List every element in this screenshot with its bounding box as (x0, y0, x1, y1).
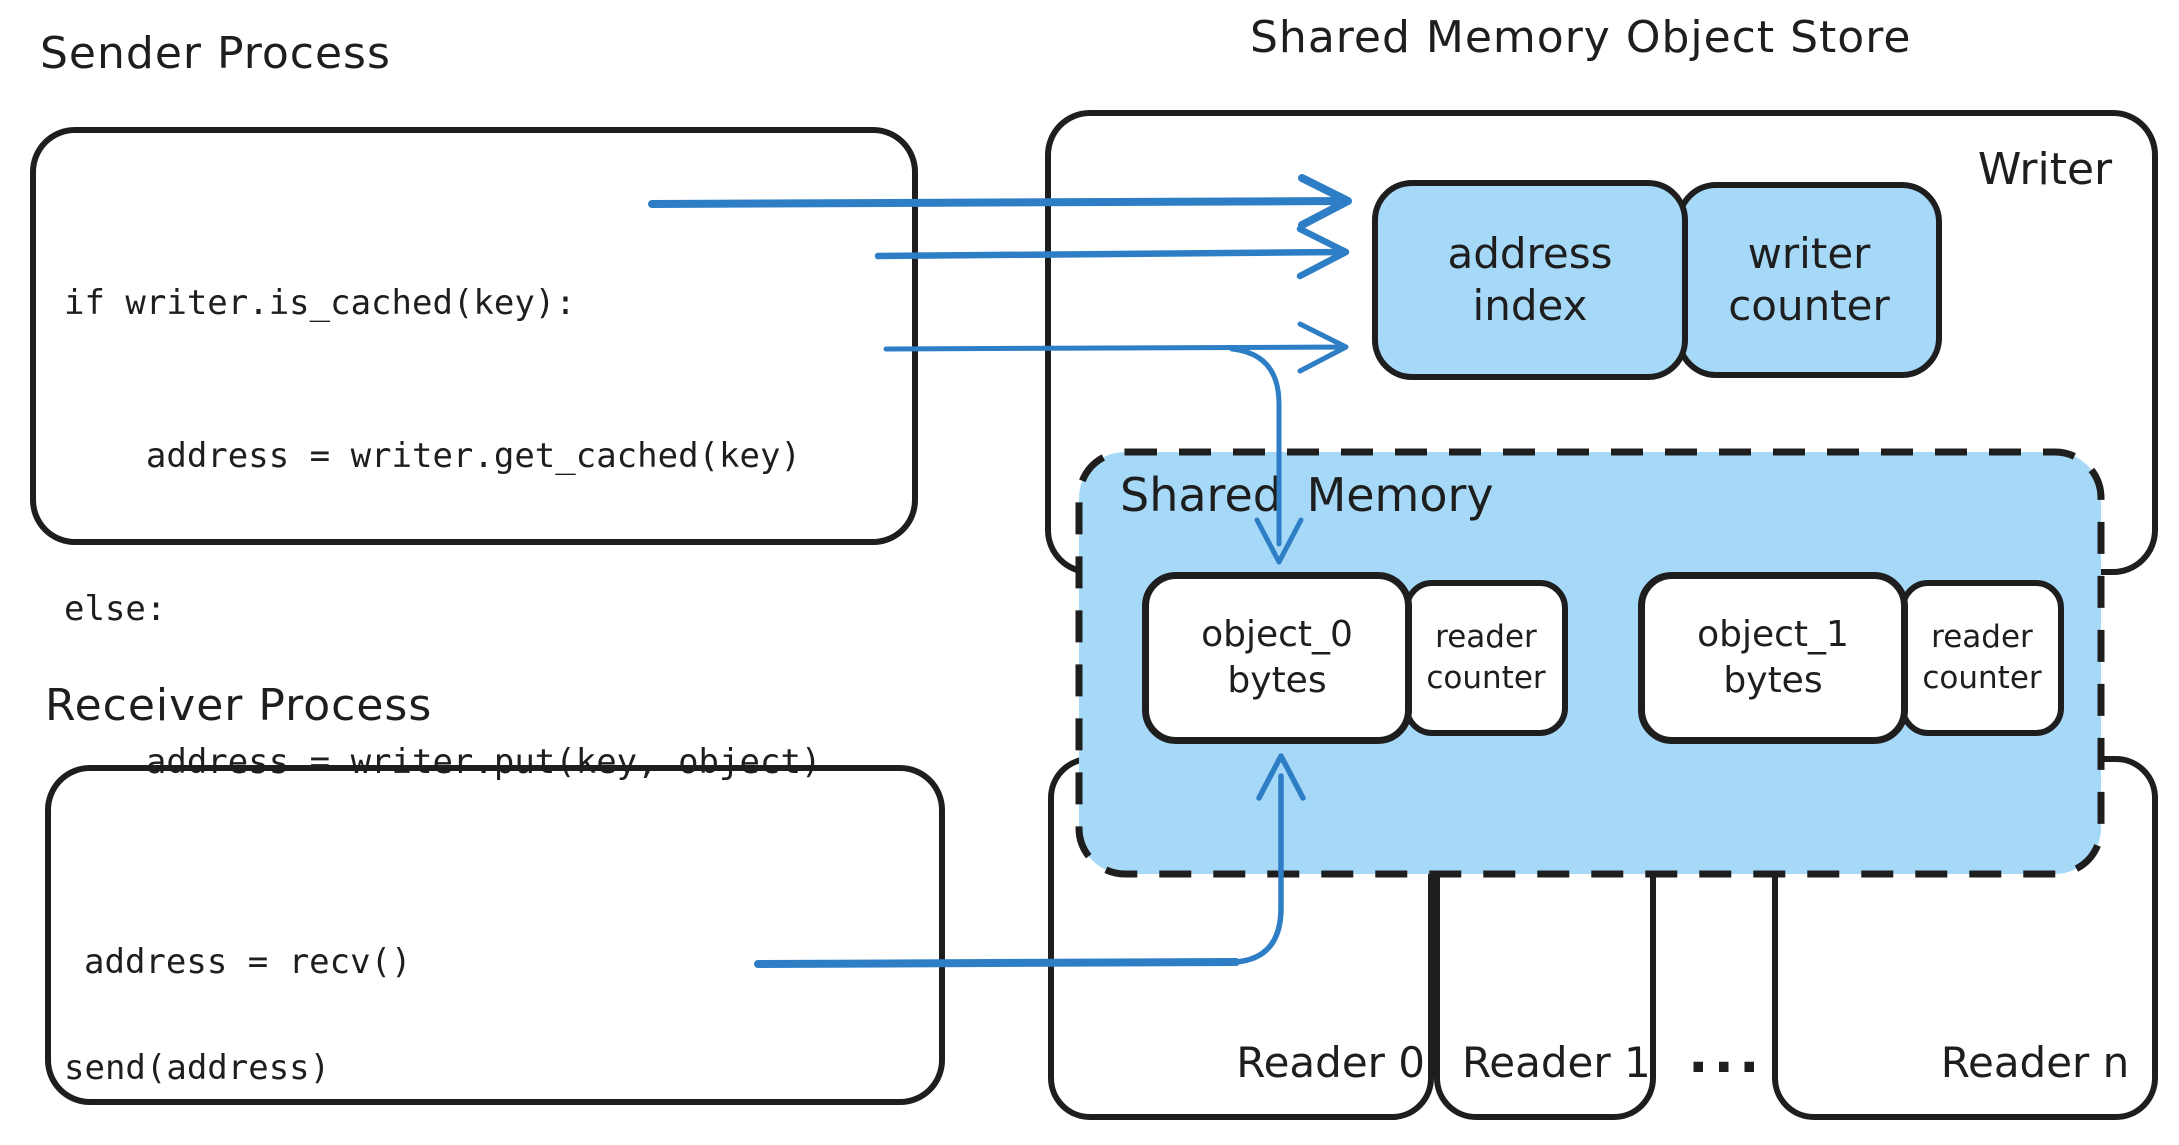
shared-memory-label: Shared Memory (1120, 468, 1494, 522)
sender-process-title: Sender Process (40, 28, 391, 79)
object-label-line: object_1 (1697, 614, 1849, 655)
reader-counter-label-line: counter (1922, 660, 2042, 696)
reader-counter-0-box: reader counter (1404, 580, 1568, 736)
sender-code: if writer.is_cached(key): address = writ… (64, 176, 821, 1145)
receiver-code: address = recv() object = reader_0.get(a… (84, 835, 698, 1145)
receiver-process-box (45, 765, 945, 1105)
object-label-line: bytes (1723, 660, 1823, 701)
code-line (84, 1090, 698, 1141)
readers-ellipsis: ... (1688, 1022, 1765, 1085)
reader-counter-label-line: counter (1426, 660, 1546, 696)
code-line: send(address) (64, 1048, 331, 1088)
store-title: Shared Memory Object Store (1250, 12, 1912, 63)
address-index-box: address index (1372, 180, 1688, 380)
writer-counter-label-line: writer (1747, 229, 1871, 278)
receiver-process-title: Receiver Process (45, 680, 433, 731)
code-line: address = writer.get_cached(key) (64, 436, 801, 476)
address-index-label-line: address (1447, 229, 1613, 278)
code-line: address = recv() (84, 942, 412, 982)
code-line: address = writer.put(key, object) (64, 742, 822, 782)
object-1-box: object_1 bytes (1638, 572, 1908, 744)
writer-counter-label-line: counter (1728, 281, 1890, 330)
reader-counter-label-line: reader (1435, 619, 1537, 655)
shared-memory-border (1075, 448, 2105, 878)
object-0-box: object_0 bytes (1142, 572, 1412, 744)
reader-counter-1-box: reader counter (1900, 580, 2064, 736)
code-line: if writer.is_cached(key): (64, 283, 576, 323)
writer-counter-box: writer counter (1676, 182, 1942, 378)
reader-1-label: Reader 1 (1462, 1038, 1651, 1087)
object-label-line: object_0 (1201, 614, 1353, 655)
object-label-line: bytes (1227, 660, 1327, 701)
address-index-label-line: index (1472, 281, 1588, 330)
reader-n-label: Reader n (1940, 1038, 2130, 1087)
reader-counter-label-line: reader (1931, 619, 2033, 655)
shared-memory-box (1075, 448, 2105, 878)
code-line: else: (64, 589, 167, 629)
writer-label: Writer (1977, 144, 2113, 195)
reader-0-label: Reader 0 (1236, 1038, 1425, 1087)
